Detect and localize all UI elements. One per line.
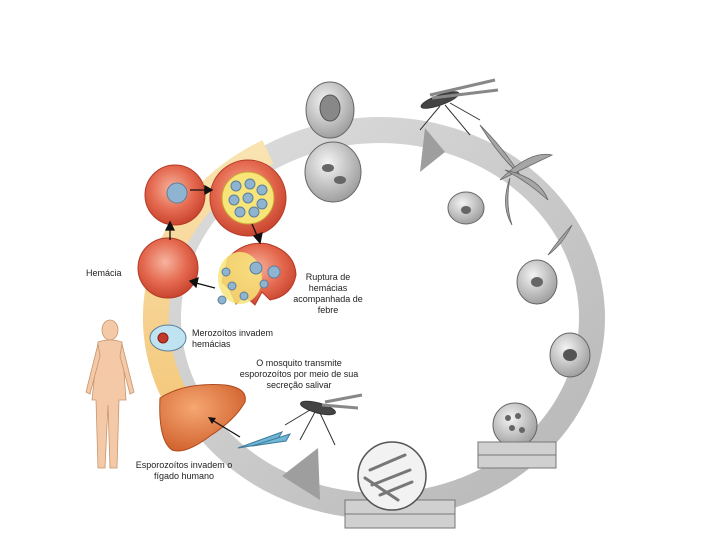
arrow-head-bottom — [282, 448, 320, 500]
label-mosquito: O mosquito transmite esporozoítos por me… — [239, 358, 359, 390]
label-ruptura: Ruptura de hemácias acompanhada de febre — [293, 272, 363, 315]
stage-arrows — [164, 184, 263, 289]
label-merozoitos: Merozoítos invadem hemácias — [192, 328, 274, 349]
human-figure-icon — [85, 319, 135, 469]
label-hemacia: Hemácia — [86, 268, 122, 278]
arrow-head-liver — [208, 417, 216, 424]
sporozoites-gray — [479, 124, 573, 256]
arrow-to-liver — [211, 419, 241, 438]
mosquito-icon — [419, 78, 499, 136]
arrow-head-top — [420, 128, 445, 172]
red-blood-cells — [137, 159, 297, 352]
liver-stage-cells — [304, 81, 591, 529]
label-esporozoitos: Esporozoítos invadem o fígado humano — [135, 460, 233, 481]
mosquito-icon-2 — [284, 393, 363, 446]
sporozoite-blue-icon-2 — [251, 433, 292, 447]
liver-icon — [159, 384, 246, 452]
